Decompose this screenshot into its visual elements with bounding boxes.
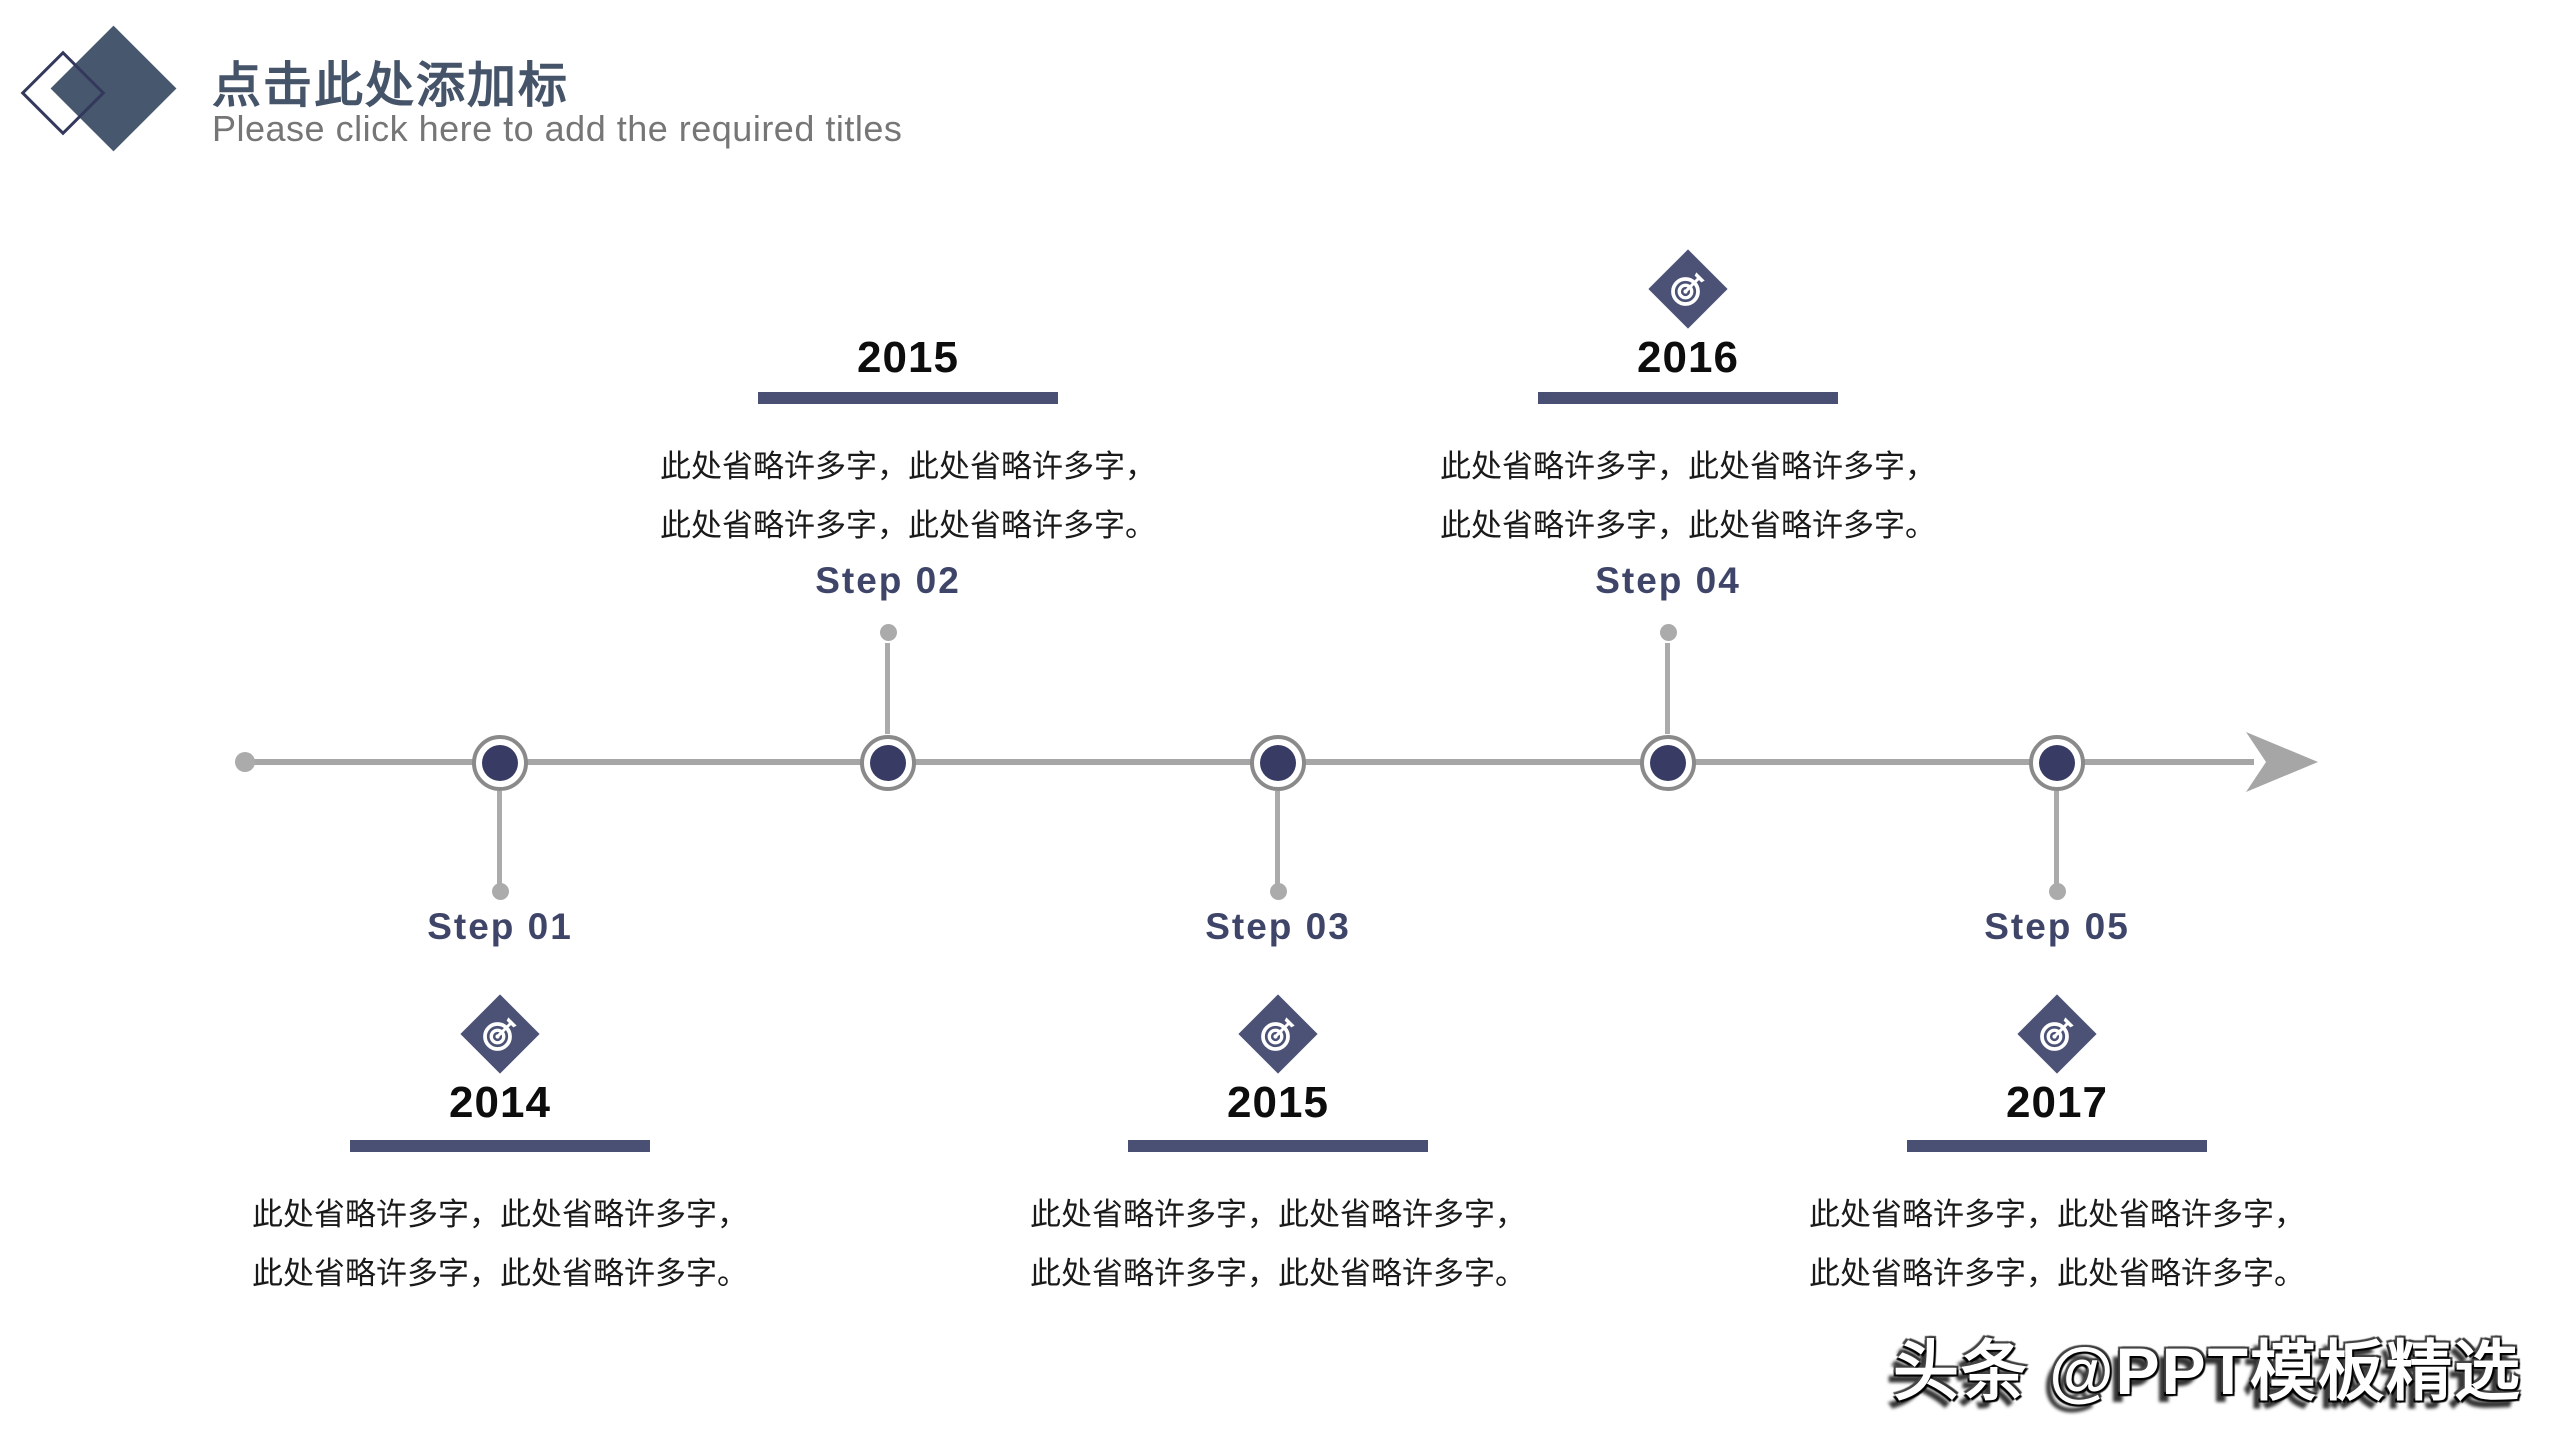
timeline-node: [1640, 735, 1696, 791]
step-description: 此处省略许多字，此处省略许多字， 此处省略许多字，此处省略许多字。: [928, 1185, 1628, 1303]
watermark-text: 头条 @PPT模板精选: [1892, 1334, 2522, 1408]
timeline-node-dot: [2039, 745, 2075, 781]
step-description-line: 此处省略许多字，此处省略许多字。: [1030, 1256, 1526, 1291]
slide-subtitle: Please click here to add the required ti…: [212, 108, 903, 149]
year-underline: [1538, 392, 1838, 404]
connector-line: [885, 643, 890, 734]
connector-dot: [492, 883, 509, 900]
connector-dot: [880, 624, 897, 641]
year-label: 2017: [2006, 1078, 2108, 1127]
step-label: Step 03: [1205, 906, 1351, 947]
connector-line: [1275, 791, 1280, 884]
timeline-arrow-icon: [2246, 732, 2318, 797]
step-description-line: 此处省略许多字，此处省略许多字，: [252, 1197, 748, 1232]
slide-title: 点击此处添加标: [212, 59, 570, 113]
step-description-line: 此处省略许多字，此处省略许多字。: [1440, 508, 1936, 543]
step-description: 此处省略许多字，此处省略许多字， 此处省略许多字，此处省略许多字。: [1338, 437, 2038, 555]
timeline-start-dot: [235, 752, 255, 772]
step-description-line: 此处省略许多字，此处省略许多字，: [1030, 1197, 1526, 1232]
timeline-node-dot: [1260, 745, 1296, 781]
target-diamond-icon: [2017, 994, 2097, 1074]
year-label: 2014: [449, 1078, 551, 1127]
timeline-node: [1250, 735, 1306, 791]
step-description-line: 此处省略许多字，此处省略许多字。: [1809, 1256, 2305, 1291]
year-label: 2016: [1637, 333, 1739, 382]
step-label: Step 02: [815, 560, 961, 601]
step-label: Step 05: [1984, 906, 2130, 947]
slide-logo: [0, 0, 220, 190]
target-diamond-icon: [1648, 249, 1728, 329]
connector-line: [1665, 643, 1670, 734]
connector-dot: [2049, 883, 2066, 900]
step-label: Step 01: [427, 906, 573, 947]
year-label: 2015: [857, 333, 959, 382]
year-underline: [1907, 1140, 2207, 1152]
connector-dot: [1270, 883, 1287, 900]
step-description-line: 此处省略许多字，此处省略许多字，: [1440, 449, 1936, 484]
year-underline: [758, 392, 1058, 404]
timeline-node-dot: [482, 745, 518, 781]
step-description-line: 此处省略许多字，此处省略许多字。: [252, 1256, 748, 1291]
step-description: 此处省略许多字，此处省略许多字， 此处省略许多字，此处省略许多字。: [558, 437, 1258, 555]
connector-line: [497, 791, 502, 884]
year-label: 2015: [1227, 1078, 1329, 1127]
timeline-node: [472, 735, 528, 791]
year-underline: [1128, 1140, 1428, 1152]
timeline-node: [860, 735, 916, 791]
timeline-node-dot: [1650, 745, 1686, 781]
target-diamond-icon: [1238, 994, 1318, 1074]
step-description-line: 此处省略许多字，此处省略许多字，: [660, 449, 1156, 484]
step-label: Step 04: [1595, 560, 1741, 601]
step-description-line: 此处省略许多字，此处省略许多字，: [1809, 1197, 2305, 1232]
connector-dot: [1660, 624, 1677, 641]
step-description: 此处省略许多字，此处省略许多字， 此处省略许多字，此处省略许多字。: [150, 1185, 850, 1303]
timeline-node: [2029, 735, 2085, 791]
year-underline: [350, 1140, 650, 1152]
connector-line: [2054, 791, 2059, 884]
timeline-node-dot: [870, 745, 906, 781]
step-description: 此处省略许多字，此处省略许多字， 此处省略许多字，此处省略许多字。: [1707, 1185, 2407, 1303]
step-description-line: 此处省略许多字，此处省略许多字。: [660, 508, 1156, 543]
target-diamond-icon: [460, 994, 540, 1074]
